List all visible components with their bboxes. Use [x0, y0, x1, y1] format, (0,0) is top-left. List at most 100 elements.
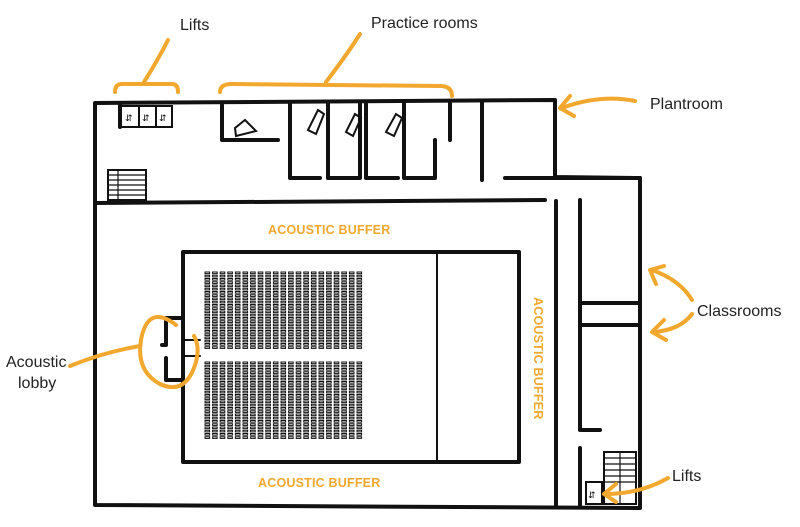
seat	[280, 436, 287, 439]
seat	[318, 384, 325, 387]
seat	[242, 304, 249, 307]
seat	[212, 320, 218, 323]
seat-column	[265, 361, 271, 439]
seat	[280, 387, 287, 391]
seat	[341, 371, 347, 374]
seat	[303, 420, 309, 423]
seat	[250, 287, 256, 291]
seat	[242, 313, 249, 317]
seat	[288, 384, 294, 387]
seat-column	[318, 271, 325, 349]
seat	[250, 410, 256, 413]
seat	[280, 320, 287, 323]
seat	[265, 287, 271, 291]
seat-column	[257, 271, 264, 349]
seat	[295, 433, 302, 436]
seat	[242, 343, 249, 346]
seat	[288, 323, 294, 327]
seat	[333, 294, 340, 297]
seat	[242, 361, 249, 365]
seat	[310, 271, 317, 275]
seat	[348, 403, 355, 407]
seat	[288, 300, 294, 304]
seat	[242, 420, 249, 423]
seat	[356, 313, 363, 317]
seat	[204, 387, 211, 391]
seat	[318, 333, 325, 336]
seat	[295, 407, 302, 410]
seat	[212, 374, 218, 378]
seat	[234, 291, 241, 294]
seat	[265, 336, 271, 340]
seat	[310, 346, 317, 349]
seat	[310, 381, 317, 384]
seat	[303, 326, 309, 330]
seat	[234, 387, 241, 391]
seat	[204, 397, 211, 400]
seat	[212, 361, 218, 365]
seat	[288, 291, 294, 294]
seat	[227, 274, 233, 278]
seat	[204, 291, 211, 294]
seat	[257, 423, 264, 426]
labels: Lifts Practice rooms Plantroom Classroom…	[6, 15, 781, 490]
seat	[242, 284, 249, 288]
seat	[219, 326, 226, 330]
seat	[265, 394, 271, 397]
seat	[310, 333, 317, 336]
seat	[341, 310, 347, 314]
seat	[295, 423, 302, 426]
seat	[219, 371, 226, 374]
seat	[303, 281, 309, 284]
seat-column	[257, 361, 264, 439]
seat	[326, 278, 332, 281]
seat	[310, 313, 317, 317]
seat	[288, 400, 294, 404]
seat	[295, 381, 302, 384]
seat	[341, 394, 347, 397]
seat	[272, 287, 279, 291]
seat	[333, 310, 340, 314]
seat	[227, 397, 233, 400]
seat	[242, 294, 249, 297]
seat	[333, 407, 340, 410]
seat	[288, 403, 294, 407]
seat	[348, 390, 355, 394]
seat	[333, 274, 340, 278]
seat	[242, 407, 249, 410]
seat	[333, 416, 340, 420]
seat	[348, 304, 355, 307]
seat	[303, 361, 309, 365]
seat	[318, 320, 325, 323]
seat	[318, 390, 325, 394]
seat	[356, 368, 363, 371]
seat	[288, 317, 294, 320]
seat	[219, 407, 226, 410]
seat	[333, 281, 340, 284]
seat	[295, 326, 302, 330]
seat	[295, 368, 302, 371]
seat	[204, 317, 211, 320]
seat	[303, 300, 309, 304]
seat	[219, 397, 226, 400]
seat	[204, 339, 211, 343]
seat	[326, 400, 332, 404]
seat	[265, 413, 271, 417]
seat	[356, 287, 363, 291]
seat-column	[272, 361, 279, 439]
seat	[303, 343, 309, 346]
seat	[272, 343, 279, 346]
seat	[333, 371, 340, 374]
seat	[227, 403, 233, 407]
seat	[280, 361, 287, 365]
seat-column	[341, 271, 347, 349]
seat	[265, 390, 271, 394]
seat	[257, 307, 264, 310]
seat	[265, 403, 271, 407]
seat	[295, 436, 302, 439]
seat	[348, 384, 355, 387]
seat	[272, 320, 279, 323]
seat	[204, 420, 211, 423]
seat	[326, 271, 332, 275]
seat	[326, 313, 332, 317]
